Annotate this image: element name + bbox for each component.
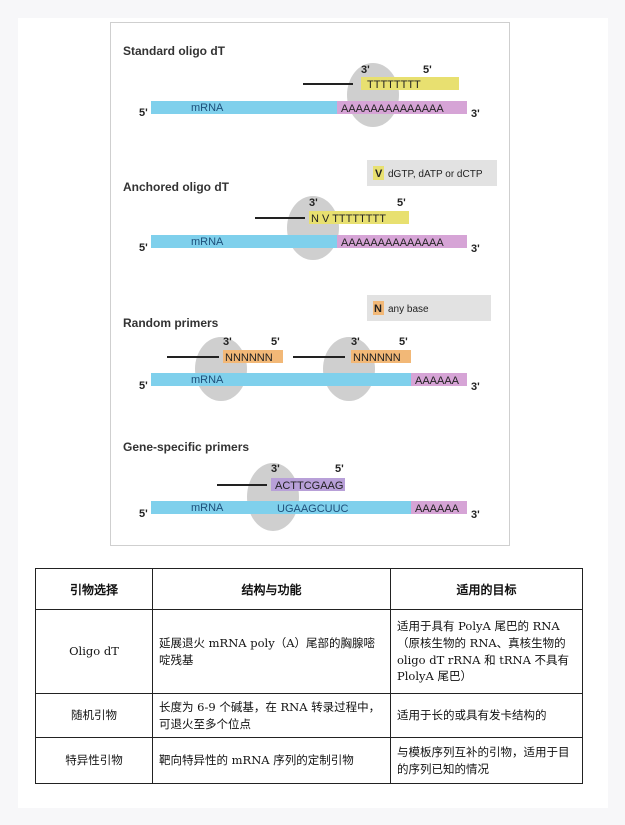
primer-5-end: 5' bbox=[271, 336, 280, 348]
table-cell: 延展退火 mRNA poly（A）尾部的胸腺嘧啶残基 bbox=[152, 609, 391, 694]
primer-3-end: 3' bbox=[309, 197, 318, 209]
polya-tail bbox=[337, 101, 467, 114]
section-title: Standard oligo dT bbox=[123, 44, 226, 58]
primer-3-end: 3' bbox=[361, 64, 370, 76]
polya-sequence: AAAAAAAAAAAAAA bbox=[341, 237, 444, 249]
mrna-label: mRNA bbox=[191, 502, 224, 514]
legend-n: N any base bbox=[367, 295, 491, 321]
primer-5-end: 5' bbox=[423, 64, 432, 76]
polya-tail bbox=[411, 501, 467, 514]
mrna-5-end: 5' bbox=[139, 242, 148, 254]
oligo-dt-primer bbox=[361, 77, 459, 90]
primer-table: 引物选择 结构与功能 适用的目标 Oligo dT 延展退火 mRNA poly… bbox=[35, 568, 583, 784]
mrna-3-end: 3' bbox=[471, 243, 480, 255]
table-cell: 随机引物 bbox=[35, 693, 153, 738]
section-title: Anchored oligo dT bbox=[123, 180, 230, 194]
mrna-strand bbox=[151, 501, 411, 514]
primer-5-end: 5' bbox=[397, 197, 406, 209]
section-anchored-oligo-dt: Anchored oligo dT N V TTTTTTTT 3' 5' mRN… bbox=[123, 180, 480, 260]
mrna-3-end: 3' bbox=[471, 108, 480, 120]
table-cell: 与模板序列互补的引物，适用于目的序列已知的情况 bbox=[390, 737, 583, 784]
table-row: Oligo dT 延展退火 mRNA poly（A）尾部的胸腺嘧啶残基 适用于具… bbox=[35, 609, 583, 694]
table-cell: 长度为 6-9 个碱基，在 RNA 转录过程中，可退火至多个位点 bbox=[152, 693, 391, 738]
primer-5-end: 5' bbox=[335, 463, 344, 475]
mrna-label: mRNA bbox=[191, 236, 224, 248]
polya-sequence: AAAAAA bbox=[415, 503, 460, 515]
table-cell: 特异性引物 bbox=[35, 737, 153, 784]
primer-3-end: 3' bbox=[351, 336, 360, 348]
polya-tail bbox=[337, 235, 467, 248]
section-gene-specific-primers: Gene-specific primers ACTTCGAAG 3' 5' mR… bbox=[123, 440, 480, 531]
table-cell: Oligo dT bbox=[35, 609, 153, 694]
anchored-primer bbox=[309, 211, 409, 224]
primer-sequence: N V TTTTTTTT bbox=[311, 213, 386, 225]
polya-sequence: AAAAAAAAAAAAAA bbox=[341, 103, 444, 115]
column-header: 结构与功能 bbox=[152, 568, 391, 610]
mrna-3-end: 3' bbox=[471, 509, 480, 521]
table-header-row: 引物选择 结构与功能 适用的目标 bbox=[35, 568, 583, 610]
mrna-5-end: 5' bbox=[139, 508, 148, 520]
primer-sequence: ACTTCGAAG bbox=[275, 480, 343, 492]
legend-n-text: any base bbox=[388, 304, 429, 315]
legend-v-symbol: V bbox=[375, 168, 383, 180]
primer-sequence: NNNNNN bbox=[225, 352, 273, 364]
table-cell: 靶向特异性的 mRNA 序列的定制引物 bbox=[152, 737, 391, 784]
gene-specific-primer bbox=[271, 478, 345, 491]
mrna-strand bbox=[151, 235, 337, 248]
legend-v-swatch bbox=[373, 166, 384, 180]
legend-n-box bbox=[367, 295, 491, 321]
table-cell: 适用于具有 PolyA 尾巴的 RNA（原核生物的 RNA、真核生物的 olig… bbox=[390, 609, 583, 694]
mrna-label: mRNA bbox=[191, 374, 224, 386]
mrna-strand bbox=[151, 101, 337, 114]
random-primer bbox=[351, 350, 411, 363]
table-cell: 适用于长的或具有发卡结构的 bbox=[390, 693, 583, 738]
section-random-primers: Random primers NNNNNN 3' 5' NNNNNN 3' 5'… bbox=[123, 316, 480, 401]
mrna-label: mRNA bbox=[191, 102, 224, 114]
mrna-5-end: 5' bbox=[139, 107, 148, 119]
mrna-3-end: 3' bbox=[471, 381, 480, 393]
random-primer bbox=[223, 350, 283, 363]
primer-diagram: Standard oligo dT TTTTTTTT 3' 5' mRNA AA… bbox=[110, 22, 510, 546]
section-title: Gene-specific primers bbox=[123, 440, 249, 454]
legend-v: V dGTP, dATP or dCTP bbox=[367, 160, 497, 186]
polya-sequence: AAAAAA bbox=[415, 375, 460, 387]
rt-enzyme bbox=[195, 337, 247, 401]
mrna-strand bbox=[151, 373, 411, 386]
table-row: 随机引物 长度为 6-9 个碱基，在 RNA 转录过程中，可退火至多个位点 适用… bbox=[35, 693, 583, 738]
primer-sequence: TTTTTTTT bbox=[367, 79, 421, 91]
mrna-5-end: 5' bbox=[139, 380, 148, 392]
template-sequence: UGAAGCUUC bbox=[277, 503, 349, 515]
legend-n-symbol: N bbox=[374, 303, 382, 315]
column-header: 适用的目标 bbox=[390, 568, 583, 610]
legend-v-text: dGTP, dATP or dCTP bbox=[388, 169, 483, 180]
table-row: 特异性引物 靶向特异性的 mRNA 序列的定制引物 与模板序列互补的引物，适用于… bbox=[35, 737, 583, 784]
polya-tail bbox=[411, 373, 467, 386]
column-header: 引物选择 bbox=[35, 568, 153, 610]
rt-enzyme bbox=[347, 63, 399, 127]
primer-3-end: 3' bbox=[271, 463, 280, 475]
legend-n-swatch bbox=[373, 301, 384, 315]
section-title: Random primers bbox=[123, 316, 219, 330]
legend-v-box bbox=[367, 160, 497, 186]
primer-3-end: 3' bbox=[223, 336, 232, 348]
primer-sequence: NNNNNN bbox=[353, 352, 401, 364]
rt-enzyme bbox=[323, 337, 375, 401]
primer-5-end: 5' bbox=[399, 336, 408, 348]
section-standard-oligo-dt: Standard oligo dT TTTTTTTT 3' 5' mRNA AA… bbox=[123, 44, 480, 127]
